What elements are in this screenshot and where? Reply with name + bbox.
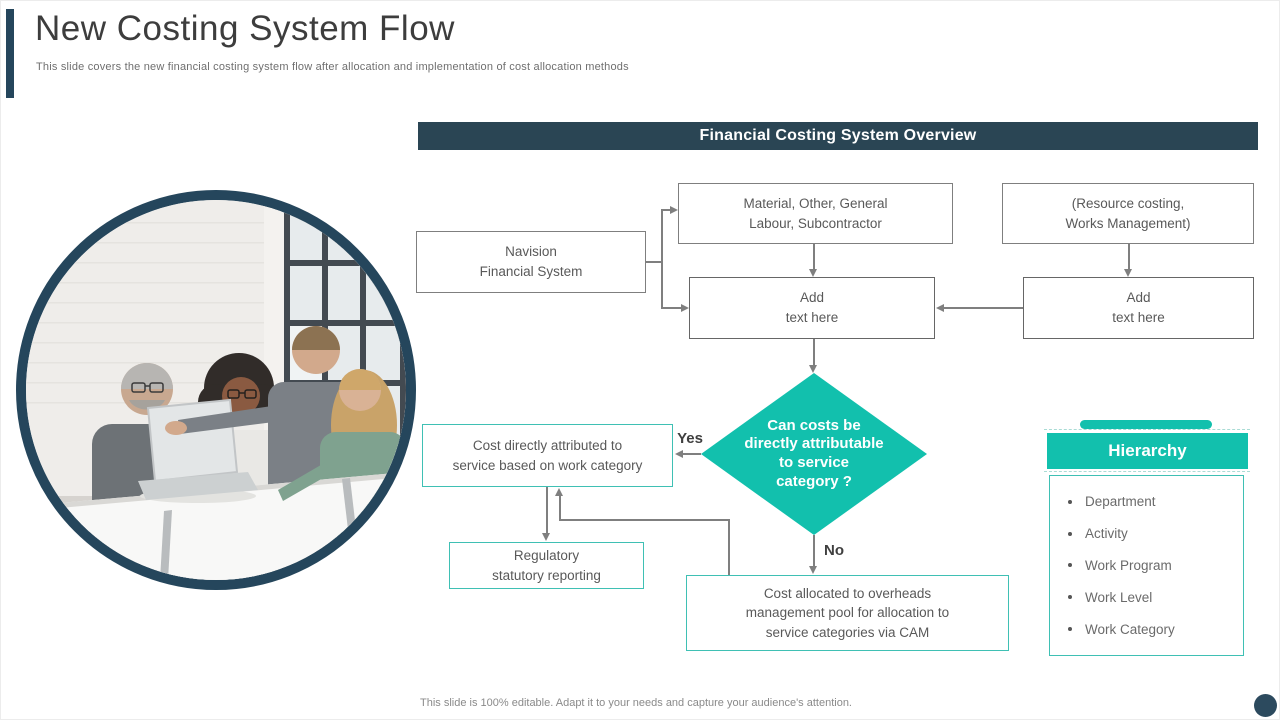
- arrowhead-icon: [936, 304, 944, 312]
- node-add-text-right[interactable]: Add text here: [1023, 277, 1254, 339]
- bullet-icon: [1068, 499, 1072, 504]
- yes-branch-label: Yes: [677, 430, 703, 447]
- hierarchy-item-label: Department: [1085, 494, 1156, 510]
- title-accent-bar: [6, 9, 14, 98]
- arrowhead-icon: [809, 365, 817, 373]
- team-photo-illustration: [26, 200, 406, 580]
- hierarchy-accent-pill: [1080, 420, 1212, 429]
- connector: [1128, 244, 1130, 269]
- connector: [683, 453, 701, 455]
- corner-dot: [1254, 694, 1277, 717]
- team-photo[interactable]: [16, 190, 416, 590]
- hierarchy-item-label: Work Category: [1085, 621, 1175, 637]
- connector: [646, 261, 661, 263]
- connector: [559, 496, 561, 520]
- bullet-icon: [1068, 627, 1072, 632]
- bullet-icon: [1068, 595, 1072, 600]
- page-title: New Costing System Flow: [35, 9, 455, 48]
- list-item[interactable]: Work Category: [1068, 622, 1243, 637]
- footer-note: This slide is 100% editable. Adapt it to…: [420, 697, 852, 709]
- arrowhead-icon: [681, 304, 689, 312]
- connector: [661, 307, 682, 309]
- connector: [944, 307, 1023, 309]
- arrowhead-icon: [1124, 269, 1132, 277]
- hierarchy-item-label: Activity: [1085, 526, 1128, 542]
- connector: [813, 535, 815, 566]
- arrowhead-icon: [555, 488, 563, 496]
- connector: [728, 519, 730, 575]
- page-subtitle: This slide covers the new financial cost…: [36, 61, 629, 73]
- hierarchy-item-label: Work Level: [1085, 589, 1153, 605]
- connector: [546, 487, 548, 533]
- node-cost-allocated-overheads[interactable]: Cost allocated to overheads management p…: [686, 575, 1009, 651]
- hierarchy-title: Hierarchy: [1047, 433, 1248, 469]
- connector: [661, 210, 663, 309]
- node-regulatory-reporting[interactable]: Regulatory statutory reporting: [449, 542, 644, 589]
- node-material-labour[interactable]: Material, Other, General Labour, Subcont…: [678, 183, 953, 244]
- arrowhead-icon: [675, 450, 683, 458]
- arrowhead-icon: [809, 269, 817, 277]
- node-cost-directly-attributed[interactable]: Cost directly attributed to service base…: [422, 424, 673, 487]
- node-decision-diamond[interactable]: Can costs be directly attributable to se…: [701, 373, 927, 535]
- hierarchy-dashed-divider: [1044, 471, 1250, 472]
- connector: [559, 519, 729, 521]
- hierarchy-list: Department Activity Work Program Work Le…: [1049, 475, 1244, 656]
- arrowhead-icon: [809, 566, 817, 574]
- connector: [661, 209, 671, 211]
- connector: [813, 244, 815, 269]
- list-item[interactable]: Work Program: [1068, 558, 1243, 573]
- hierarchy-item-label: Work Program: [1085, 557, 1172, 573]
- node-resource-costing[interactable]: (Resource costing, Works Management): [1002, 183, 1254, 244]
- bullet-icon: [1068, 563, 1072, 568]
- hierarchy-dashed-divider: [1044, 429, 1250, 430]
- connector: [813, 339, 815, 365]
- arrowhead-icon: [670, 206, 678, 214]
- bullet-icon: [1068, 531, 1072, 536]
- list-item[interactable]: Department: [1068, 494, 1243, 509]
- no-branch-label: No: [824, 542, 844, 559]
- list-item[interactable]: Activity: [1068, 526, 1243, 541]
- flowchart-header: Financial Costing System Overview: [418, 122, 1258, 150]
- node-navision-financial-system[interactable]: Navision Financial System: [416, 231, 646, 293]
- list-item[interactable]: Work Level: [1068, 590, 1243, 605]
- node-add-text-center[interactable]: Add text here: [689, 277, 935, 339]
- arrowhead-icon: [542, 533, 550, 541]
